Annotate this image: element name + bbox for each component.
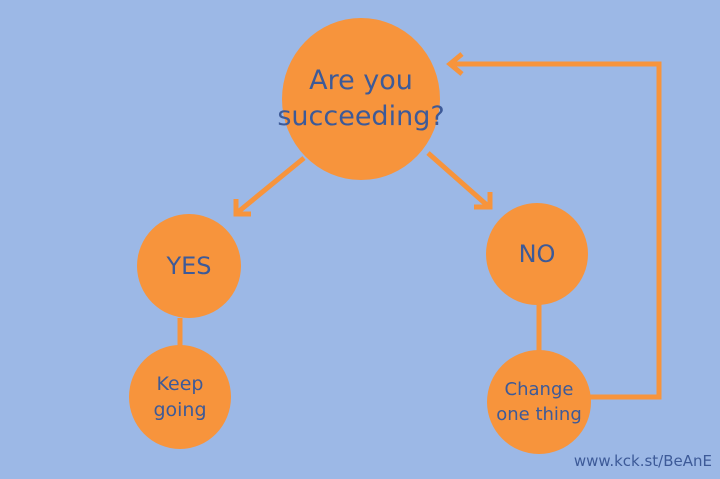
node-change-one-thing-label: Change one thing [496,379,582,425]
node-no: NO [486,203,588,305]
node-question: Are you succeeding? [277,18,445,180]
node-no-label: NO [518,240,556,268]
arrow-head-no [474,192,493,210]
node-keep-going: Keep going [129,345,231,449]
node-change-one-thing: Change one thing [487,350,591,454]
arrow-question-to-no [426,151,490,208]
arrow-head-yes [233,199,251,217]
node-question-label: Are you succeeding? [277,65,445,132]
node-yes: YES [137,214,241,318]
footer-url: www.kck.st/BeAnE [573,452,712,470]
node-yes-label: YES [166,252,212,280]
arrow-head-question [446,52,464,76]
arrow-question-to-yes [236,156,306,214]
connector-loop-back [452,61,662,400]
node-keep-going-label: Keep going [153,373,207,421]
